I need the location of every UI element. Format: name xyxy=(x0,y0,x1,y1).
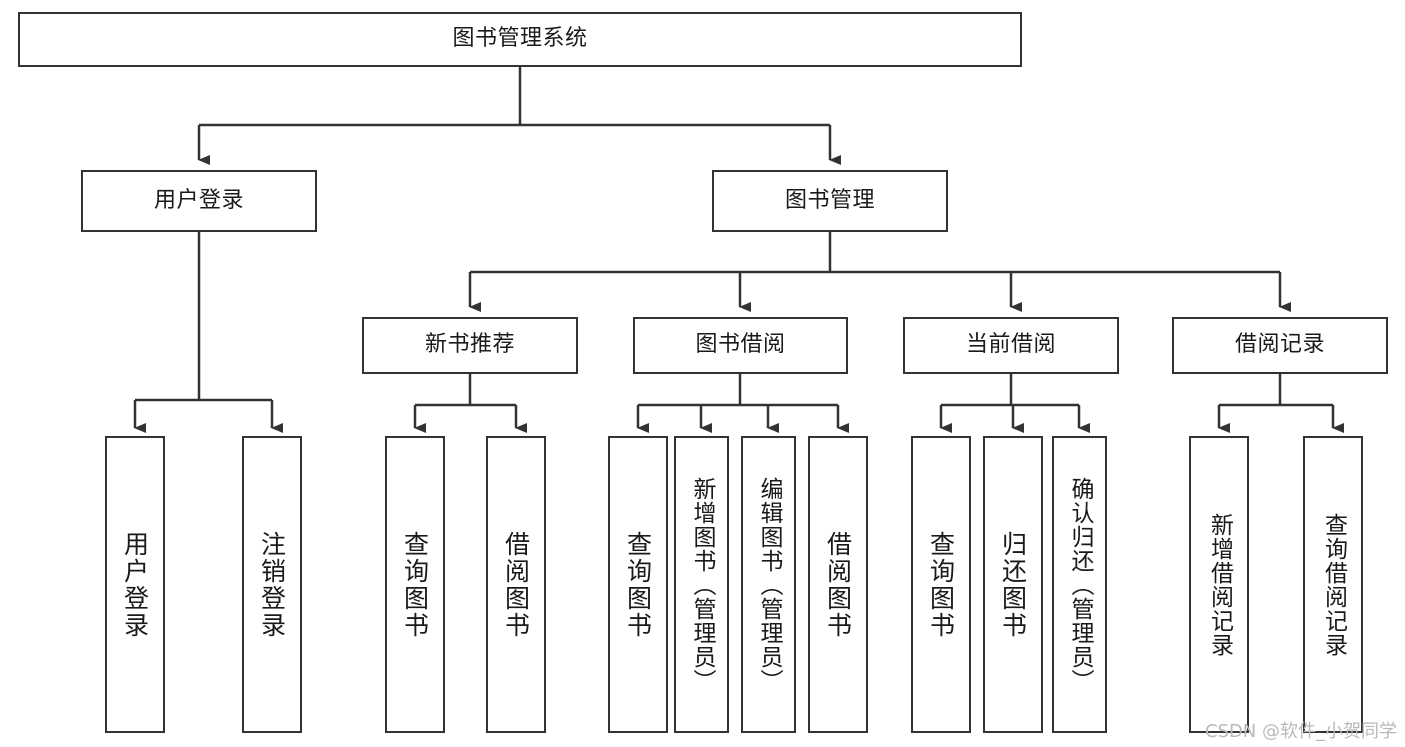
node-label-leaf-query-borrow-record: 查询借阅记录 xyxy=(1320,512,1347,657)
node-leaf-add-borrow-record[interactable]: 新增借阅记录 xyxy=(1189,436,1249,733)
node-label-leaf-confirm-return: 确认归还（管理员） xyxy=(1067,476,1093,693)
node-leaf-add-book[interactable]: 新增图书（管理员） xyxy=(674,436,729,733)
node-label-leaf-borrow-book: 借阅图书 xyxy=(823,530,853,639)
node-leaf-confirm-return[interactable]: 确认归还（管理员） xyxy=(1052,436,1107,733)
node-new-book-recommend[interactable]: 新书推荐 xyxy=(362,317,578,374)
node-borrow-records[interactable]: 借阅记录 xyxy=(1172,317,1388,374)
node-leaf-user-logout[interactable]: 注销登录 xyxy=(242,436,302,733)
node-leaf-borrow-book-recommend[interactable]: 借阅图书 xyxy=(486,436,546,733)
node-root[interactable]: 图书管理系统 xyxy=(18,12,1022,67)
node-label-borrow-records: 借阅记录 xyxy=(1234,332,1325,358)
node-leaf-query-borrow-record[interactable]: 查询借阅记录 xyxy=(1303,436,1363,733)
node-user-login[interactable]: 用户登录 xyxy=(81,170,317,232)
node-book-manage[interactable]: 图书管理 xyxy=(712,170,948,232)
node-label-current-borrow: 当前借阅 xyxy=(965,332,1056,358)
node-label-leaf-query-book-current: 查询图书 xyxy=(926,530,956,639)
node-label-leaf-add-borrow-record: 新增借阅记录 xyxy=(1206,512,1233,657)
node-label-leaf-user-login: 用户登录 xyxy=(120,530,150,639)
node-label-leaf-borrow-book-recommend: 借阅图书 xyxy=(501,530,531,639)
node-label-leaf-user-logout: 注销登录 xyxy=(257,530,287,639)
node-leaf-query-book-borrow[interactable]: 查询图书 xyxy=(608,436,668,733)
node-label-leaf-add-book: 新增图书（管理员） xyxy=(689,476,715,693)
node-leaf-borrow-book[interactable]: 借阅图书 xyxy=(808,436,868,733)
node-current-borrow[interactable]: 当前借阅 xyxy=(903,317,1119,374)
connector-group xyxy=(133,67,1344,433)
node-label-user-login: 用户登录 xyxy=(153,187,244,213)
node-book-borrow[interactable]: 图书借阅 xyxy=(633,317,848,374)
node-label-book-borrow: 图书借阅 xyxy=(695,332,786,358)
node-label-leaf-return-book: 归还图书 xyxy=(998,530,1028,639)
node-leaf-user-login[interactable]: 用户登录 xyxy=(105,436,165,733)
node-label-leaf-edit-book: 编辑图书（管理员） xyxy=(756,476,782,693)
node-leaf-query-book-current[interactable]: 查询图书 xyxy=(911,436,971,733)
node-leaf-query-book-recommend[interactable]: 查询图书 xyxy=(385,436,445,733)
node-leaf-edit-book[interactable]: 编辑图书（管理员） xyxy=(741,436,796,733)
node-label-root: 图书管理系统 xyxy=(452,26,588,52)
node-leaf-return-book[interactable]: 归还图书 xyxy=(983,436,1043,733)
node-label-book-manage: 图书管理 xyxy=(784,187,875,213)
node-label-leaf-query-book-borrow: 查询图书 xyxy=(623,530,653,639)
node-label-new-book-recommend: 新书推荐 xyxy=(424,332,515,358)
node-label-leaf-query-book-recommend: 查询图书 xyxy=(400,530,430,639)
